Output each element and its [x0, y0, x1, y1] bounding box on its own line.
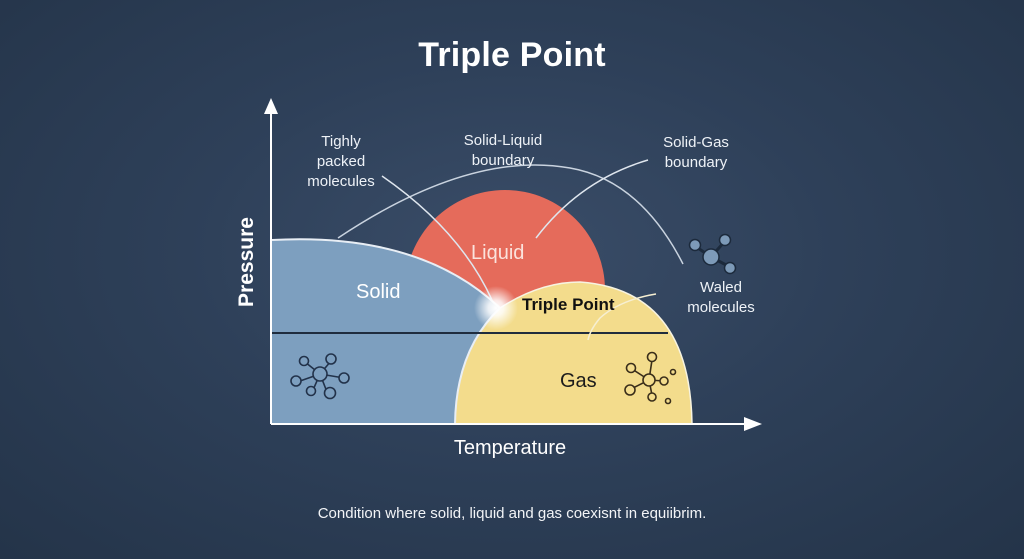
liquid-label: Liquid — [471, 242, 525, 264]
vapor-molecule-icon — [688, 233, 737, 275]
annotation-waled-molecules: Waled molecules — [687, 279, 755, 316]
gas-label: Gas — [560, 370, 597, 392]
solid-molecule-icon — [290, 353, 350, 400]
annotation-tightly-packed: Tighly packed molecules — [307, 133, 375, 190]
page-title: Triple Point — [418, 36, 606, 74]
caption: Condition where solid, liquid and gas co… — [317, 505, 707, 522]
solid-region — [272, 239, 500, 424]
y-axis-label: Pressure — [235, 217, 258, 307]
solid-label: Solid — [356, 281, 401, 303]
x-axis-arrow-icon — [744, 417, 762, 431]
triple-point-label: Triple Point — [522, 295, 615, 314]
annotation-solid-gas-boundary: Solid-Gas boundary — [663, 134, 729, 171]
annotation-solid-liquid-boundary: Solid-Liquid boundary — [463, 132, 543, 169]
triple-point-glow — [474, 286, 518, 330]
gas-molecule-icon — [624, 351, 677, 405]
y-axis-arrow-icon — [264, 98, 278, 114]
x-axis-label: Temperature — [453, 437, 567, 459]
